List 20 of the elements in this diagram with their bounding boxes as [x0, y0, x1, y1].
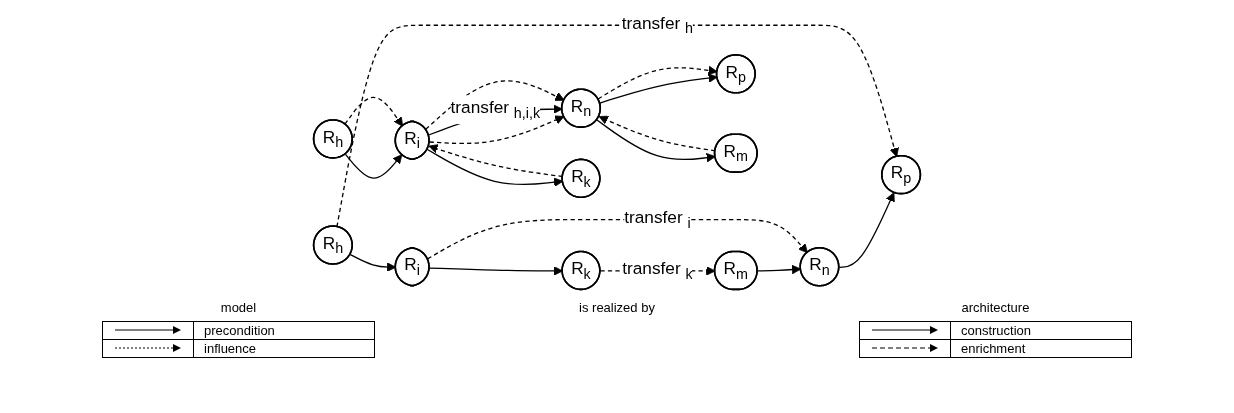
arrow	[425, 80, 565, 130]
edge-label: transfer $_{h,i,k}$	[450, 98, 541, 122]
arrow	[344, 96, 404, 127]
arrow	[336, 24, 899, 228]
edge-label: transfer $_{h}$	[621, 13, 694, 37]
edge-label: transfer $_{i}$	[624, 208, 691, 232]
caption-label: architecture	[961, 300, 1030, 315]
edge-label: transfer $_{k}$	[622, 259, 693, 282]
arrow	[838, 192, 895, 268]
arrow	[428, 115, 565, 145]
caption-label: is realized by	[579, 300, 655, 315]
legend-text: enrichment	[950, 339, 1132, 358]
arrow	[344, 153, 403, 179]
legend-text: precondition	[193, 321, 375, 340]
arrow	[599, 73, 718, 104]
arrow	[426, 148, 564, 187]
caption-label: model	[220, 300, 257, 315]
legend-text: construction	[950, 321, 1132, 340]
legend-text: influence	[193, 339, 375, 358]
arrow	[596, 119, 716, 163]
